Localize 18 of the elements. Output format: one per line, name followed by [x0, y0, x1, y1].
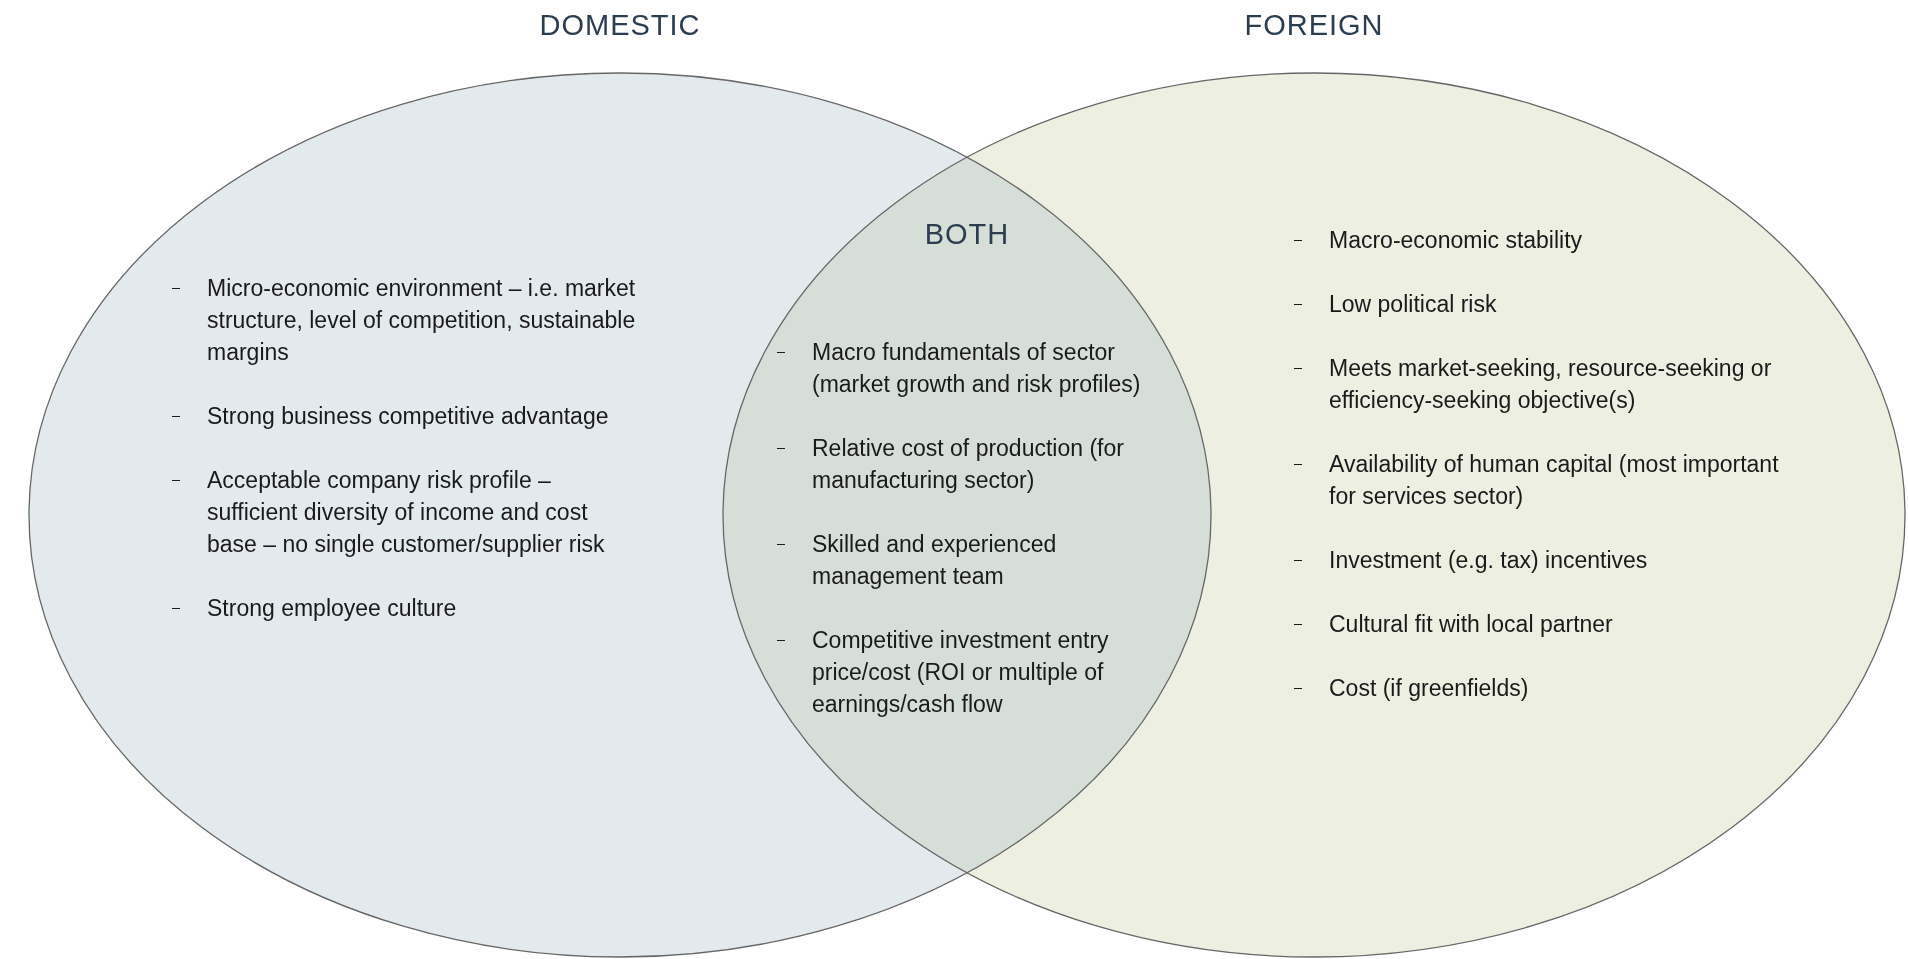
section-heading: BOTH	[924, 218, 1010, 251]
bullet-text: Cost (if greenfields)	[1329, 675, 1529, 701]
bullet-text: Macro fundamentals of sector (market growth and risk profiles)	[812, 339, 1141, 397]
bullet-text: Low political risk	[1329, 291, 1497, 317]
bullet-text: Availability of human capital (most important for services sector)	[1329, 451, 1779, 509]
bullet-text: Strong business competitive advantage	[207, 403, 609, 429]
bullet-text: Micro-economic environment – i.e. market structure, level of competition, sustainable margins	[207, 275, 636, 365]
section-heading: FOREIGN	[1244, 9, 1384, 42]
bullet-text: Meets market-seeking, resource-seeking or efficiency-seeking objective(s)	[1329, 355, 1772, 413]
section-heading: DOMESTIC	[539, 9, 701, 42]
bullet-text: Skilled and experienced management team	[812, 531, 1057, 589]
bullet-text: Competitive investment entry price/cost (ROI or multiple of earnings/cash flow	[812, 627, 1109, 717]
bullet-text: Macro-economic stability	[1329, 227, 1583, 253]
bullet-text: Strong employee culture	[207, 595, 457, 621]
bullet-text: Cultural fit with local partner	[1329, 611, 1613, 637]
bullet-text: Investment (e.g. tax) incentives	[1329, 547, 1648, 573]
bullet-text: Acceptable company risk profile – sufficient diversity of income and cost base – no single customer/supplier risk	[207, 467, 605, 557]
bullet-text: Relative cost of production (for manufacturing sector)	[812, 435, 1124, 493]
